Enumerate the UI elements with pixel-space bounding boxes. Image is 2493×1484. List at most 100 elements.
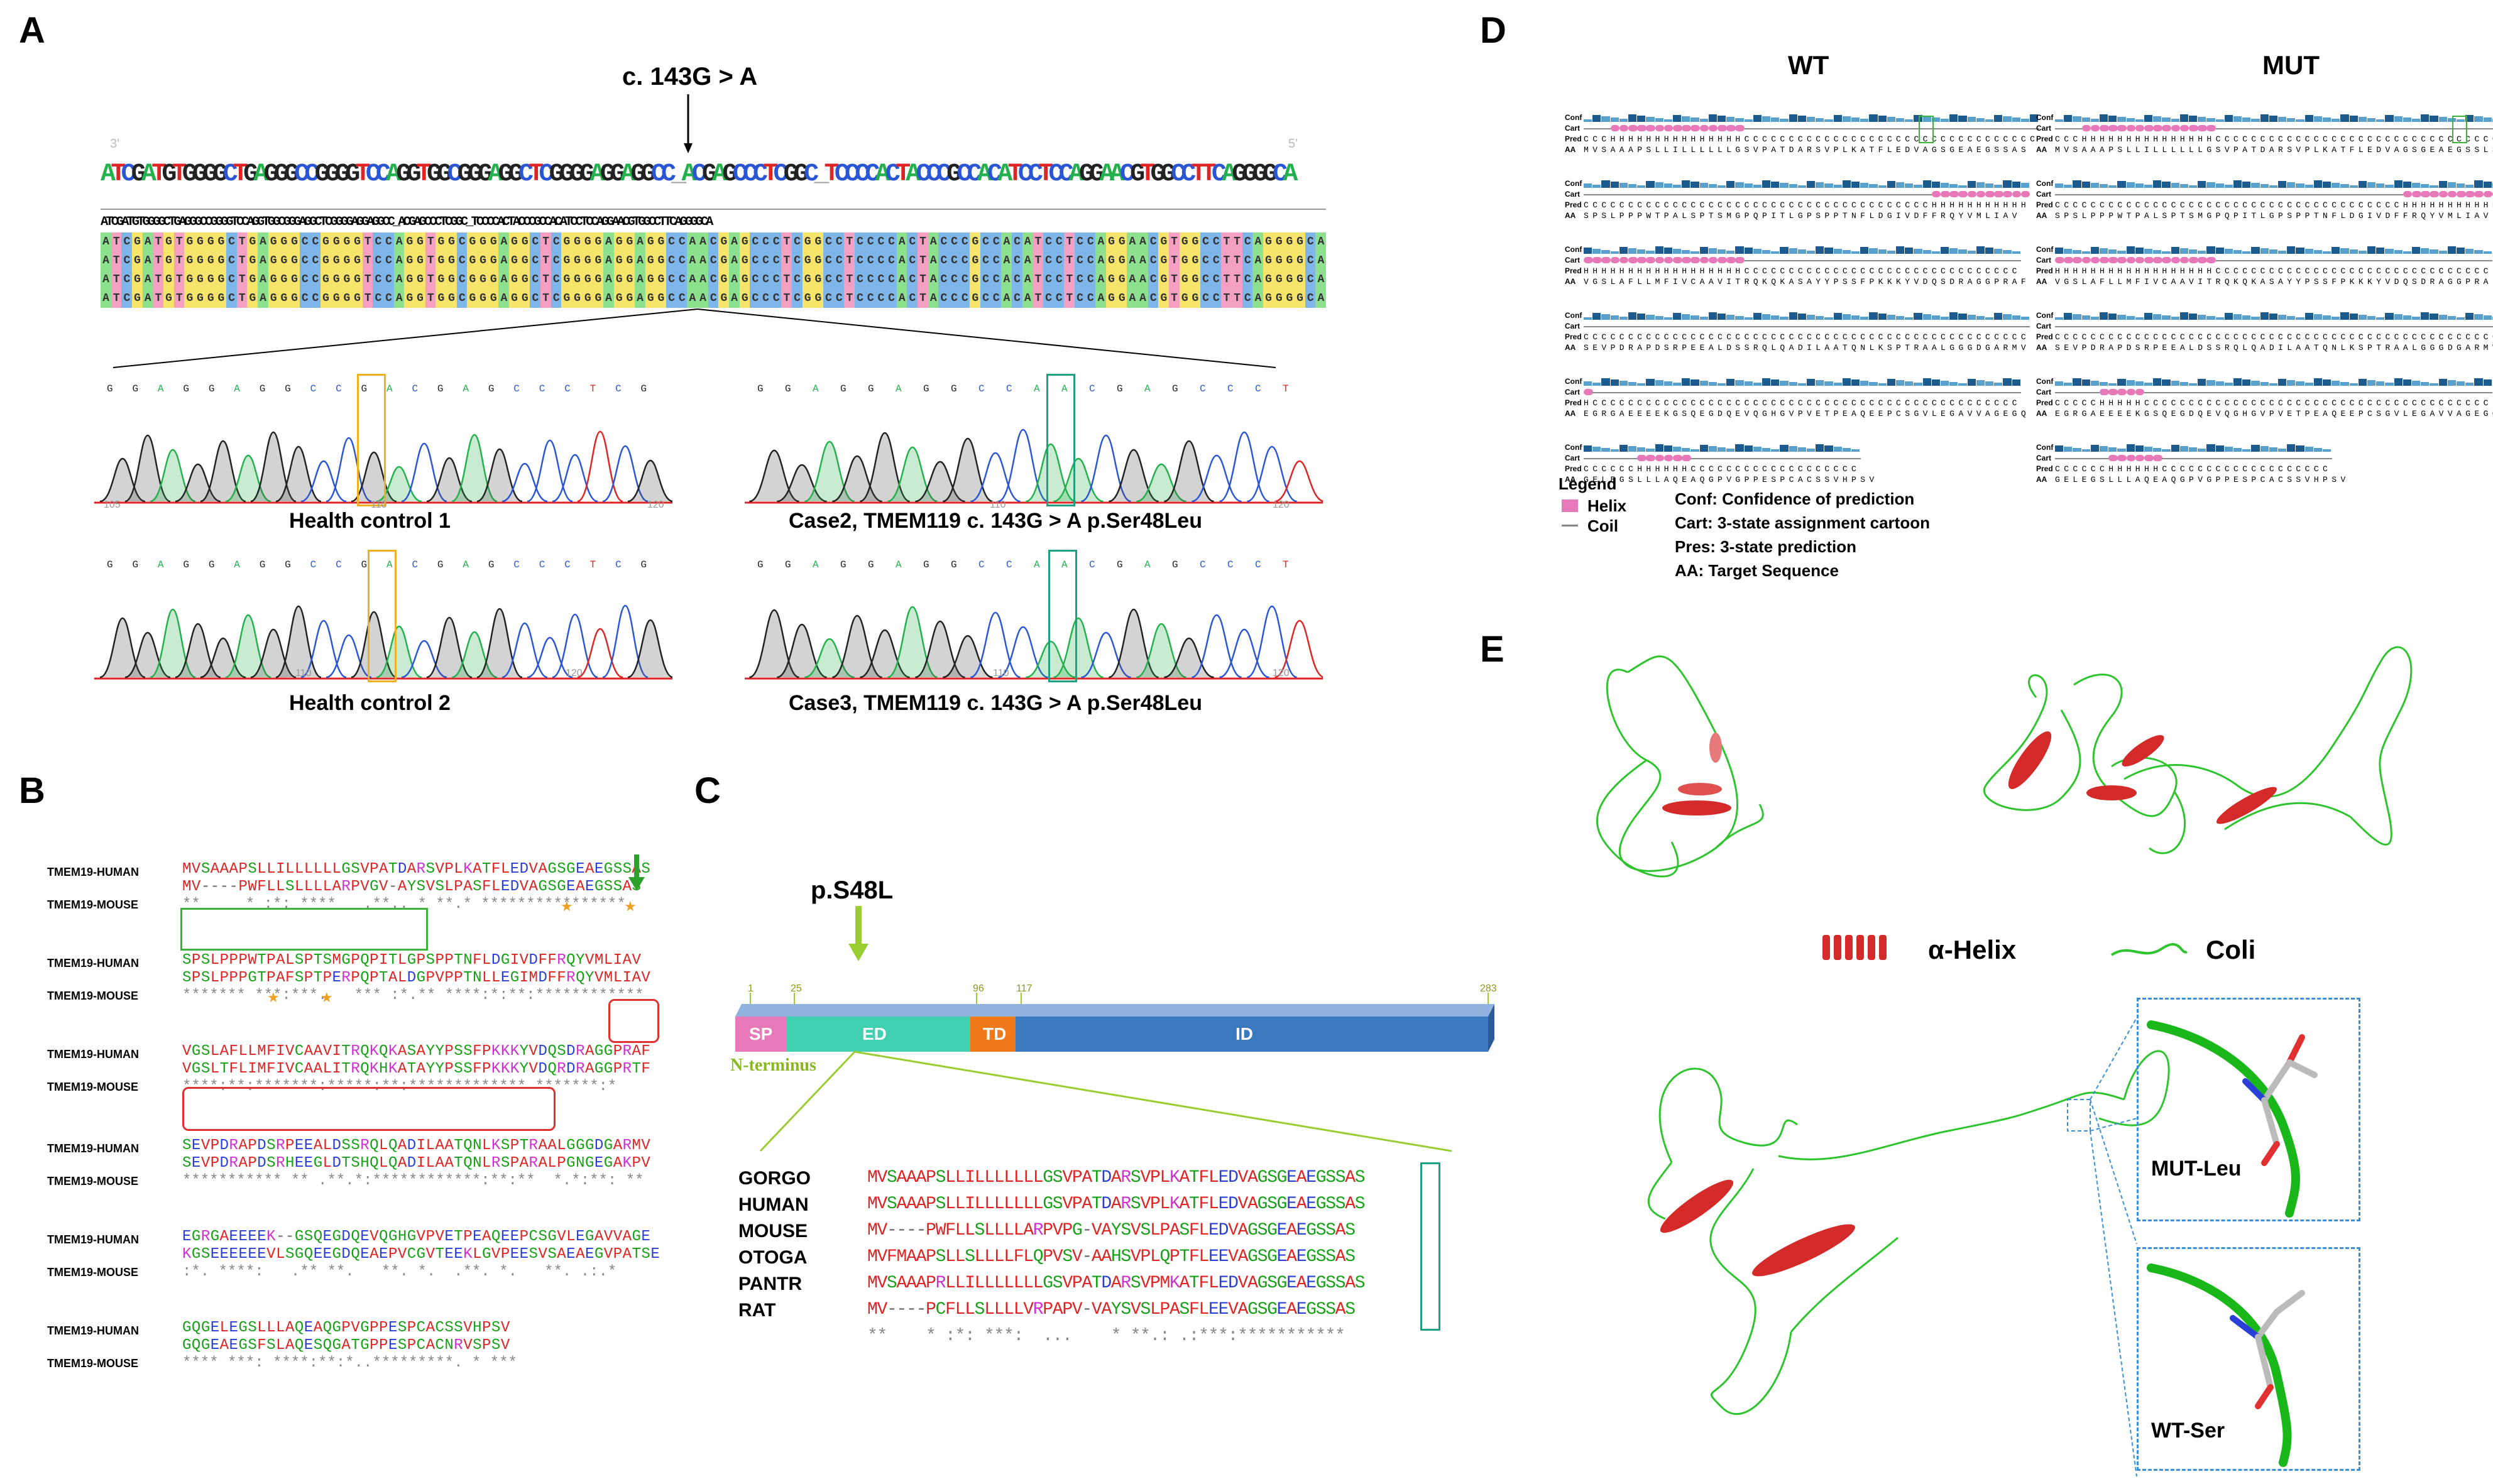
helix-segment bbox=[1619, 257, 1629, 263]
coil-segment bbox=[1592, 128, 1602, 129]
residue: D bbox=[594, 1137, 604, 1154]
residue: L bbox=[994, 1300, 1005, 1319]
residue: S bbox=[1267, 1194, 1278, 1214]
confidence-bar bbox=[1646, 379, 1655, 386]
helix-segment bbox=[1976, 191, 1986, 197]
coil-segment bbox=[1690, 194, 1701, 195]
residue: S bbox=[1325, 1274, 1336, 1293]
read-base: G bbox=[321, 232, 332, 251]
confidence-bar bbox=[2012, 182, 2020, 188]
confidence-bar bbox=[2251, 381, 2260, 386]
confidence-bar bbox=[1708, 446, 1717, 452]
confidence-bar bbox=[2438, 117, 2447, 122]
residue: V bbox=[877, 1194, 888, 1214]
seq-label: TMEM19-MOUSE bbox=[47, 1175, 139, 1187]
residue: A bbox=[397, 1043, 407, 1060]
coil-segment bbox=[2117, 326, 2127, 327]
residue: E bbox=[1296, 1247, 1307, 1267]
residue: S bbox=[444, 1319, 454, 1336]
star-marker: ★ bbox=[321, 990, 333, 1005]
confidence-bar bbox=[2153, 378, 2162, 386]
helix-segment bbox=[1663, 257, 1674, 263]
residue: E bbox=[304, 1137, 314, 1154]
species-sequence: MVSAAAPSLLILLLLLLLGSVPATDARSVPLKATFLEDVA… bbox=[867, 1168, 1366, 1187]
confidence-bar bbox=[2474, 180, 2483, 188]
residue: L bbox=[1013, 1274, 1024, 1293]
confidence-bar bbox=[1699, 247, 1708, 254]
residue: E bbox=[500, 969, 510, 986]
residue: K bbox=[1169, 1274, 1180, 1293]
coil-segment bbox=[2126, 326, 2136, 327]
coil-segment bbox=[2162, 326, 2172, 327]
residue: E bbox=[304, 1319, 314, 1336]
tick: 105 bbox=[104, 499, 121, 510]
residue: S bbox=[351, 1155, 361, 1172]
coil-segment bbox=[2331, 128, 2341, 129]
coil-segment bbox=[1905, 128, 1914, 129]
residue: P bbox=[454, 969, 464, 986]
read-base: A bbox=[603, 232, 615, 251]
read-base: A bbox=[142, 251, 153, 270]
residue: S bbox=[500, 1137, 510, 1154]
confidence-bar bbox=[1807, 251, 1816, 254]
base-call: C bbox=[310, 559, 317, 570]
confidence-bar bbox=[2117, 449, 2126, 452]
residue: D bbox=[407, 969, 417, 986]
row-label: Conf bbox=[2036, 179, 2054, 188]
residue: L bbox=[294, 861, 304, 878]
confidence-bar bbox=[1967, 251, 1976, 254]
residue: S bbox=[529, 1246, 539, 1263]
residue: P bbox=[266, 969, 277, 986]
confidence-bar bbox=[1682, 378, 1690, 386]
tick: 120 bbox=[1273, 499, 1290, 510]
residue: S bbox=[1345, 1221, 1356, 1240]
seq-label: TMEM19-HUMAN bbox=[47, 866, 139, 878]
confidence-bar bbox=[2100, 248, 2108, 254]
residue: P bbox=[370, 861, 380, 878]
residue: V bbox=[641, 969, 651, 986]
peak-C bbox=[1247, 445, 1297, 503]
confidence-bar bbox=[2304, 249, 2313, 254]
mut-leu-zoom-box: MUT-Leu bbox=[2137, 998, 2360, 1221]
base-call: T bbox=[589, 559, 596, 570]
coil-segment bbox=[1869, 194, 1879, 195]
residue: G bbox=[603, 861, 613, 878]
confidence-bar bbox=[1833, 383, 1842, 386]
coil-segment bbox=[1905, 326, 1914, 327]
residue: G bbox=[603, 1043, 613, 1060]
coil-segment bbox=[2385, 260, 2395, 261]
definition: AA: Target Sequence bbox=[1675, 561, 1839, 580]
residue: V bbox=[877, 1221, 888, 1240]
confidence-bar bbox=[2349, 383, 2358, 386]
residue: E bbox=[1218, 1274, 1229, 1293]
residue: L bbox=[1198, 1247, 1210, 1267]
base-call: G bbox=[923, 383, 929, 395]
coil-segment bbox=[2313, 260, 2323, 261]
coil-segment bbox=[1619, 392, 1629, 393]
highlight-box bbox=[357, 374, 386, 506]
helix-segment bbox=[1646, 455, 1656, 461]
residue: M bbox=[867, 1194, 878, 1214]
base-call: A bbox=[1034, 383, 1040, 395]
residue: V bbox=[425, 1246, 436, 1263]
confidence-bar bbox=[2055, 119, 2064, 122]
residue: G bbox=[332, 1319, 342, 1336]
residue: S bbox=[974, 1300, 985, 1319]
residue: S bbox=[1130, 1168, 1141, 1187]
residue: R bbox=[1033, 1221, 1044, 1240]
highlight-box bbox=[368, 550, 397, 682]
confidence-bar bbox=[1878, 249, 1887, 254]
residue: Y bbox=[519, 1061, 529, 1078]
row-label: Cart bbox=[2036, 454, 2052, 462]
coil-segment bbox=[2304, 392, 2315, 393]
residue: P bbox=[219, 969, 229, 986]
confidence-bar bbox=[1699, 445, 1708, 452]
confidence-bar bbox=[2394, 378, 2403, 386]
coil-segment bbox=[1584, 458, 1593, 459]
residue: Y bbox=[576, 952, 585, 969]
residue: G bbox=[547, 861, 557, 878]
residue: L bbox=[454, 861, 464, 878]
residue: Q bbox=[388, 1155, 398, 1172]
